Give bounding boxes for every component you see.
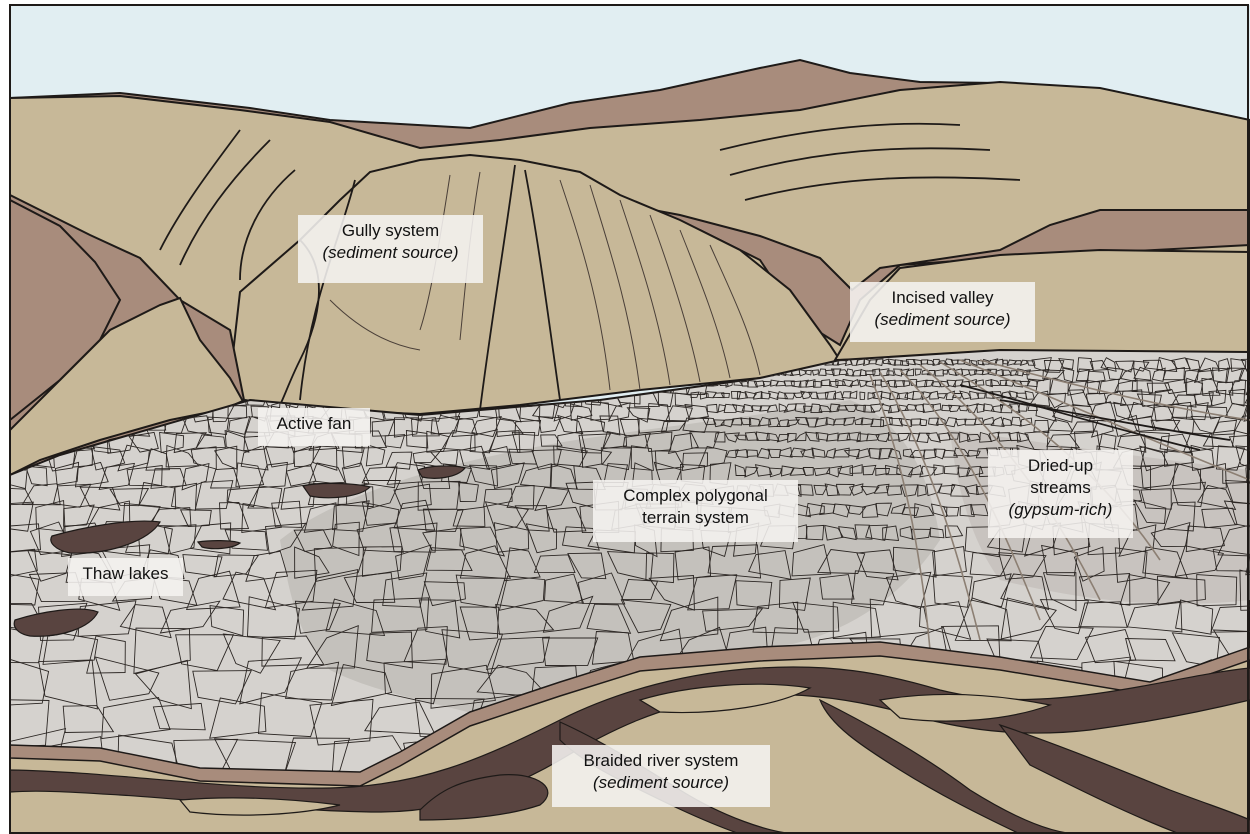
label-braided-river: Braided river system (sediment source): [552, 745, 770, 807]
label-gully-title: Gully system: [310, 220, 471, 242]
label-thaw-title: Thaw lakes: [80, 563, 171, 585]
label-braided-sub: (sediment source): [564, 772, 758, 794]
label-polygonal-line2: terrain system: [605, 507, 786, 529]
label-dried-streams: Dried-up streams (gypsum-rich): [988, 450, 1133, 538]
label-incised-valley: Incised valley (sediment source): [850, 282, 1035, 342]
label-thaw-lakes: Thaw lakes: [68, 558, 183, 596]
label-polygonal-terrain: Complex polygonal terrain system: [593, 480, 798, 542]
label-streams-line1: Dried-up: [1000, 455, 1121, 477]
label-gully-sub: (sediment source): [310, 242, 471, 264]
label-fan-title: Active fan: [270, 413, 358, 435]
label-gully-system: Gully system (sediment source): [298, 215, 483, 283]
label-streams-sub: (gypsum-rich): [1000, 499, 1121, 521]
label-streams-line2: streams: [1000, 477, 1121, 499]
label-incised-title: Incised valley: [862, 287, 1023, 309]
label-braided-title: Braided river system: [564, 750, 758, 772]
label-incised-sub: (sediment source): [862, 309, 1023, 331]
label-polygonal-line1: Complex polygonal: [605, 485, 786, 507]
label-active-fan: Active fan: [258, 408, 370, 446]
